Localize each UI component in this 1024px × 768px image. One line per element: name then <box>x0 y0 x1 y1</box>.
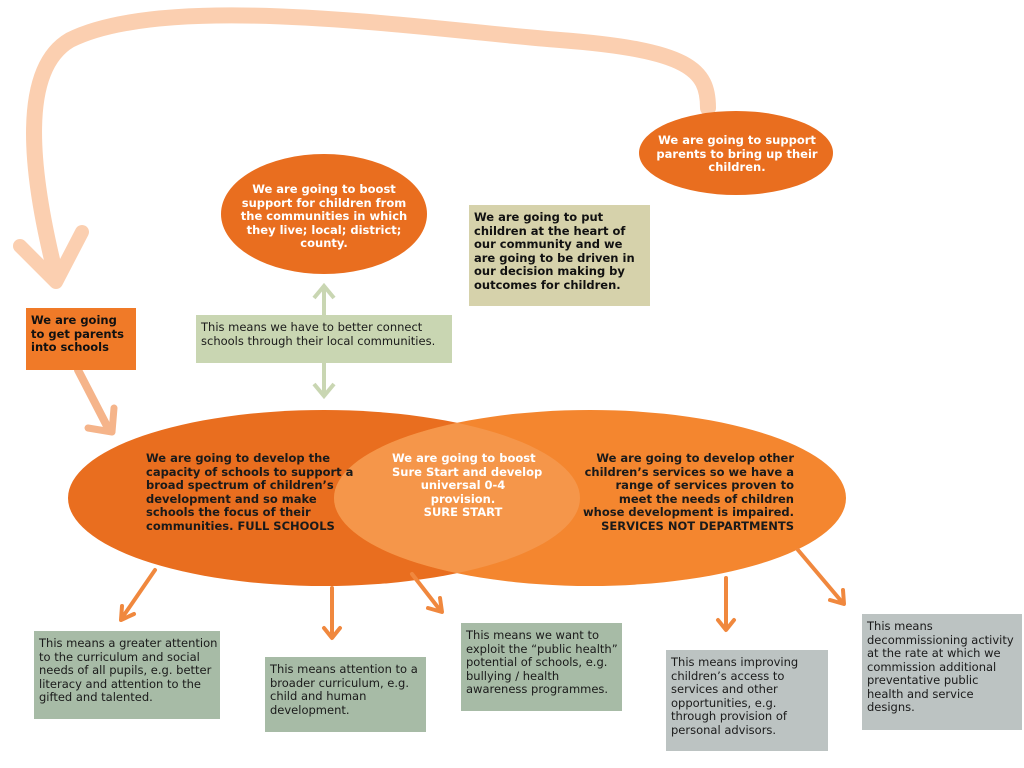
box-heart-line: are going to be driven in <box>474 250 635 265</box>
arrow-parents-to-schools-head <box>84 404 118 436</box>
box-heart-line: our community and we <box>474 237 623 251</box>
box-access-line: This means improving <box>671 655 799 669</box>
box-public-health-line: exploit the “public health” <box>466 641 618 656</box>
box-public-health-line: awareness programmes. <box>466 682 609 696</box>
box-broader-line: broader curriculum, e.g. <box>270 675 409 690</box>
oval-communities-line: We are going to boost <box>252 182 396 196</box>
box-heart-line: outcomes for children. <box>474 277 621 292</box>
box-curriculum-line: needs of all pupils, e.g. better <box>39 663 212 677</box>
oval-communities-line: they live; local; district; <box>246 222 402 237</box>
venn-left-line: broad spectrum of children’s <box>146 478 334 492</box>
box-broader-line: development. <box>270 702 350 717</box>
box-curriculum-line: gifted and talented. <box>39 690 153 704</box>
box-connect-line: schools through their local communities. <box>201 333 436 348</box>
venn-right-line: children’s services so we have a <box>584 464 794 479</box>
box-curriculum-line: to the curriculum and social <box>39 649 200 664</box>
venn-right-text: We are going to develop other children’s… <box>572 451 794 533</box>
oval-communities <box>221 154 427 274</box>
oval-parents-text: We are going to support parents to bring… <box>640 133 834 175</box>
box-public-health-line: bullying / health <box>466 668 560 683</box>
oval-communities-line: support for children from <box>241 195 407 210</box>
box-decommission-line: This means <box>867 619 933 633</box>
venn-left-line: communities. FULL SCHOOLS <box>146 518 335 533</box>
box-decommission-line: preventative public <box>867 673 979 687</box>
box-heart-line: We are going to put <box>474 210 604 224</box>
venn-center-text: We are going to boost Sure Start and dev… <box>392 451 543 520</box>
curved-arrow-line <box>26 7 716 276</box>
curved-arrow-head <box>13 225 89 289</box>
venn-right-line: whose development is impaired. <box>583 505 794 519</box>
oval-parents-line: children. <box>708 160 766 174</box>
box-access-line: services and other <box>671 682 778 696</box>
arrow-parents-to-schools-line <box>74 366 112 432</box>
box-access-services: This means improving children’s access t… <box>666 650 828 751</box>
box-heart-line: children at the heart of <box>474 223 626 238</box>
venn-right-line: SERVICES NOT DEPARTMENTS <box>601 518 794 533</box>
double-arrow-head-bottom <box>312 382 336 400</box>
venn-left-line: We are going to develop the <box>146 451 331 465</box>
venn-center-line: provision. <box>430 491 496 506</box>
box-parents-line: into schools <box>31 340 109 354</box>
box-parents-line: We are going <box>31 313 117 327</box>
box-parents-line: to get parents <box>31 326 124 341</box>
box-decommission-line: decommissioning activity <box>867 632 1014 647</box>
box-decommission-line: at the rate at which we <box>867 646 1001 660</box>
box-decommissioning: This means decommissioning activity at t… <box>862 614 1022 730</box>
box-broader-line: child and human <box>270 689 367 703</box>
box-public-health-line: potential of schools, e.g. <box>466 655 608 669</box>
box-access-line: personal advisors. <box>671 722 777 737</box>
down-arrows <box>119 548 846 640</box>
oval-communities-text: We are going to boost support for childr… <box>222 182 426 251</box>
venn-right-line: range of services proven to <box>615 478 794 492</box>
venn-left-line: capacity of schools to support a <box>146 464 354 479</box>
oval-parents-line: We are going to support <box>658 133 816 147</box>
box-access-line: children’s access to <box>671 668 785 683</box>
box-access-line: through provision of <box>671 709 787 723</box>
box-connect-schools: This means we have to better connect sch… <box>196 315 452 363</box>
box-public-health-line: This means we want to <box>466 628 600 642</box>
box-heart-line: our decision making by <box>474 264 625 278</box>
box-decommission-line: health and service <box>867 686 974 701</box>
box-connect-line: This means we have to better connect <box>201 320 423 334</box>
box-public-health: This means we want to exploit the “publi… <box>461 623 622 711</box>
box-heart-of-community: We are going to put children at the hear… <box>469 205 650 306</box>
venn-right-line: We are going to develop other <box>596 451 794 465</box>
venn-left-line: development and so make <box>146 491 317 506</box>
venn-right-line: meet the needs of children <box>618 491 794 506</box>
box-access-line: opportunities, e.g. <box>671 695 777 710</box>
oval-communities-line: the communities in which <box>240 209 408 223</box>
oval-parents-line: parents to bring up their <box>656 146 818 161</box>
venn-center-line: SURE START <box>423 505 503 519</box>
venn-overlap <box>334 410 580 586</box>
venn-left-text: We are going to develop the capacity of … <box>146 451 366 533</box>
venn-left-line: schools the focus of their <box>146 505 311 519</box>
box-parents-into-schools: We are going to get parents into schools <box>26 308 136 370</box>
box-decommission-line: commission additional <box>867 659 997 674</box>
double-arrow-head-top <box>312 282 336 300</box>
box-broader-line: This means attention to a <box>270 662 418 676</box>
oval-communities-line: county. <box>300 236 348 250</box>
box-decommission-line: designs. <box>867 700 915 714</box>
oval-parents <box>639 111 833 195</box>
venn-center-line: We are going to boost <box>392 451 536 465</box>
box-curriculum-line: literacy and attention to the <box>39 676 202 691</box>
box-curriculum: This means a greater attention to the cu… <box>34 631 220 719</box>
box-broader-curriculum: This means attention to a broader curric… <box>265 657 426 732</box>
venn-center-line: universal 0-4 <box>420 478 506 492</box>
venn-center-line: Sure Start and develop <box>392 464 543 479</box>
box-curriculum-line: This means a greater attention <box>39 636 218 650</box>
